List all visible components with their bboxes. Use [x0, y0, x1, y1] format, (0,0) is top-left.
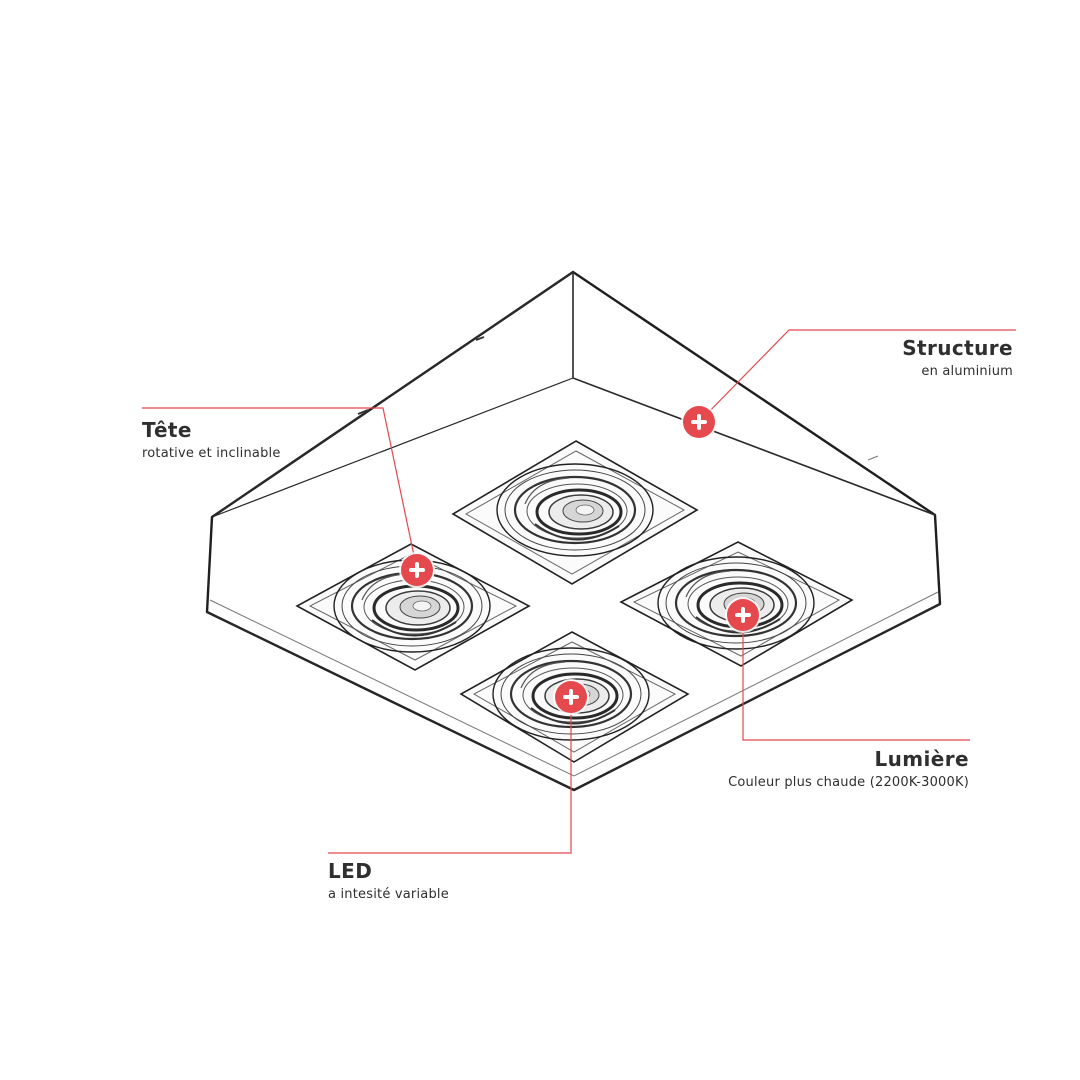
callout-tete-title: Tête [142, 418, 192, 442]
callout-tete-subtitle: rotative et inclinable [142, 446, 281, 461]
hotspot-led-plus-icon[interactable] [555, 681, 587, 713]
hotspot-lumiere-plus-icon[interactable] [727, 599, 759, 631]
leader-structure [698, 329, 1016, 423]
callout-lumiere-title: Lumière [874, 747, 969, 771]
callout-led-subtitle: a intesité variable [328, 887, 449, 902]
box-back-wall [211, 270, 936, 518]
callout-structure: Structure en aluminium [902, 338, 1013, 380]
hotspot-structure-plus-icon[interactable] [683, 406, 715, 438]
hotspot-tete-plus-icon[interactable] [401, 554, 433, 586]
callout-structure-title: Structure [902, 336, 1013, 360]
callout-lumiere-subtitle: Couleur plus chaude (2200K-3000K) [728, 775, 969, 790]
panel-top [451, 440, 699, 585]
leader-tete [142, 407, 418, 571]
callout-led: LED a intesité variable [328, 861, 449, 903]
leader-led [328, 697, 572, 854]
leader-lumiere [742, 615, 970, 741]
callout-tete: Tête rotative et inclinable [142, 420, 281, 462]
callout-lumiere: Lumière Couleur plus chaude (2200K-3000K… [728, 749, 969, 791]
callout-led-title: LED [328, 859, 373, 883]
panel-left [295, 543, 531, 671]
box-front-rim [206, 377, 941, 791]
callout-structure-subtitle: en aluminium [921, 364, 1013, 379]
